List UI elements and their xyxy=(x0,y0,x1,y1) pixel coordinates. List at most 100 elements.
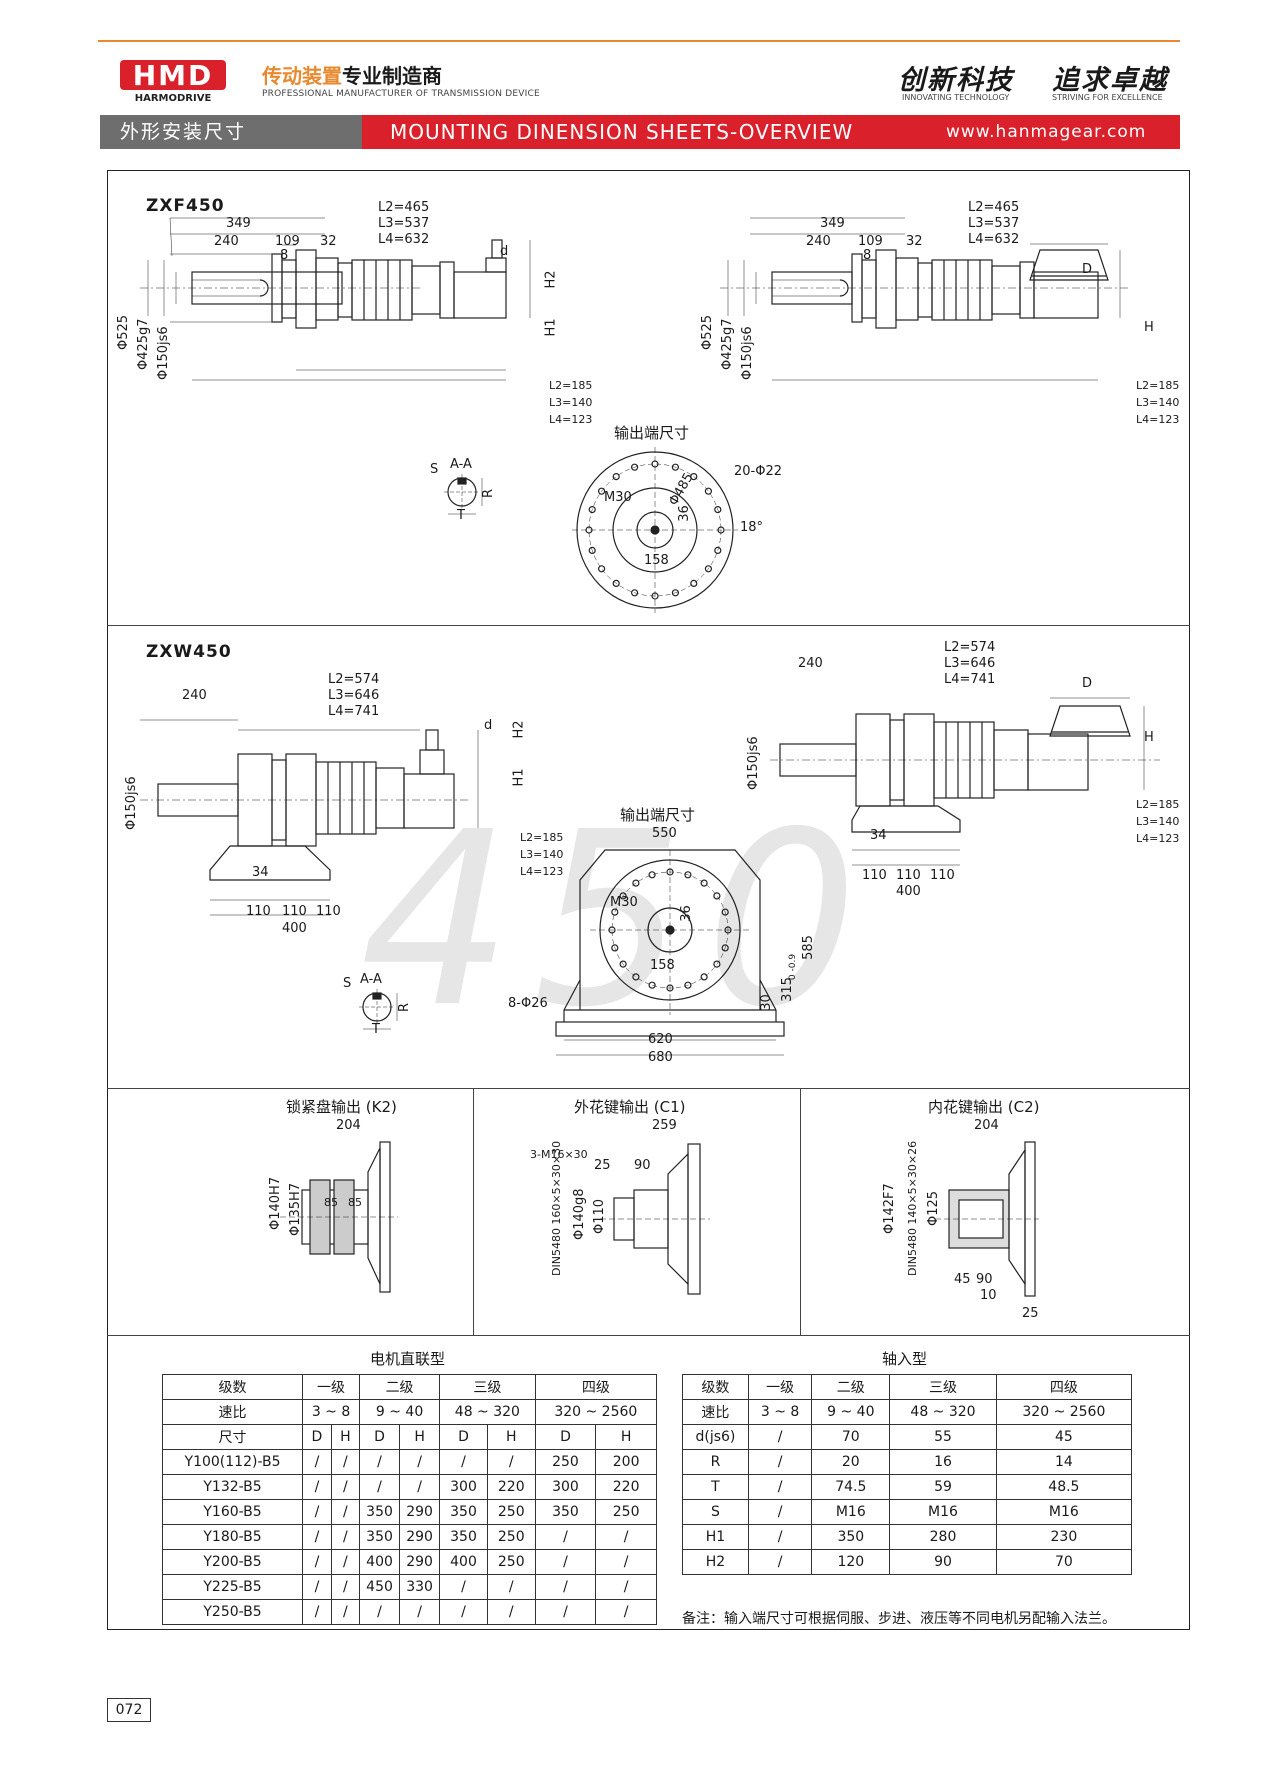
table-cell: / xyxy=(595,1524,657,1550)
brand-chinese: 传动装置专业制造商 xyxy=(262,64,442,88)
zxw-dim-110-c: 110 xyxy=(316,904,341,919)
zxf-h1: H1 xyxy=(543,318,559,337)
bolt-hole xyxy=(671,463,680,471)
table-cell: 250 xyxy=(595,1499,657,1525)
table-cell: 二级 xyxy=(359,1374,441,1400)
zxw-h2: H2 xyxy=(511,720,527,739)
zxw-right-l3-output: L3=140 xyxy=(1136,815,1180,828)
zxf-flange-angle: 18° xyxy=(740,520,764,535)
zxf-right-l3: L3=537 xyxy=(968,216,1020,231)
table-cell: 250 xyxy=(486,1524,536,1550)
zxw-dim-315-tolerance: 0 -0.9 xyxy=(788,953,799,981)
table-cell: 速比 xyxy=(682,1399,749,1425)
zxf-flange-36: 36 xyxy=(676,505,692,522)
bolt-hole xyxy=(619,960,627,968)
zxw-right-dim-240: 240 xyxy=(798,656,823,671)
k2-title: 锁紧盘输出 (K2) xyxy=(286,1098,397,1116)
zxw-l4: L4=741 xyxy=(328,704,380,719)
table-cell: d(js6) xyxy=(682,1424,749,1450)
bolt-hole xyxy=(684,871,692,879)
table-cell: 3 ~ 8 xyxy=(747,1399,813,1425)
k2-dim-204: 204 xyxy=(336,1118,361,1133)
shaft-table-title: 轴入型 xyxy=(882,1350,928,1368)
website-url[interactable]: www.hanmagear.com xyxy=(946,122,1147,142)
table-cell: S xyxy=(682,1499,749,1525)
table-cell: 450 xyxy=(359,1574,401,1600)
table-cell: / xyxy=(534,1524,597,1550)
zxf-flange-holes: 20-Φ22 xyxy=(734,464,783,479)
table-cell: 48.5 xyxy=(995,1474,1133,1500)
c2-dim-10: 10 xyxy=(980,1288,997,1303)
c1-dim-90: 90 xyxy=(634,1158,651,1173)
bolt-hole xyxy=(700,973,708,981)
table-cell: 350 xyxy=(439,1524,488,1550)
bolt-hole xyxy=(648,981,656,989)
table-cell: 300 xyxy=(439,1474,488,1500)
bolt-hole xyxy=(612,473,620,481)
brand-english: PROFESSIONAL MANUFACTURER OF TRANSMISSIO… xyxy=(262,89,540,99)
bolt-hole xyxy=(717,526,725,534)
table-row: 级数一级二级三级四级 xyxy=(682,1374,1133,1400)
bolt-hole xyxy=(598,487,606,495)
zxw-motor-drawing xyxy=(140,719,479,916)
table-cell: 290 xyxy=(399,1549,441,1575)
table-cell: H2 xyxy=(682,1549,749,1575)
table-cell: Y100(112)-B5 xyxy=(161,1449,304,1475)
table-cell: 250 xyxy=(486,1549,536,1575)
zxf-l3: L3=537 xyxy=(378,216,430,231)
table-cell: 四级 xyxy=(534,1374,658,1400)
k2-phi135: Φ135H7 xyxy=(288,1182,303,1236)
table-cell: 300 xyxy=(534,1474,597,1500)
table-cell: / xyxy=(747,1499,813,1525)
zxf-flange-drawing xyxy=(720,217,1130,381)
c1-din-spec: DIN5480 160×5×30×30 xyxy=(550,1140,563,1276)
zxw-output-caption: 输出端尺寸 xyxy=(620,806,696,824)
table-cell: 四级 xyxy=(995,1374,1133,1400)
table-cell: 330 xyxy=(399,1574,441,1600)
zxw-right-l4-output: L4=123 xyxy=(1136,832,1180,845)
table-cell: 290 xyxy=(399,1524,441,1550)
k2-phi140: Φ140H7 xyxy=(268,1176,283,1230)
zxf-right-dim-32: 32 xyxy=(906,234,923,249)
table-cell: 三级 xyxy=(889,1374,997,1400)
zxw-right-dim-110-a: 110 xyxy=(862,868,887,883)
bolt-hole xyxy=(721,944,729,952)
watermark-model: 450 xyxy=(360,780,879,1060)
table-cell: / xyxy=(399,1474,441,1500)
zxf-right-l4-output: L4=123 xyxy=(1136,413,1180,426)
zxf-h2: H2 xyxy=(543,270,559,289)
bolt-hole xyxy=(684,981,692,989)
slogan-innovation-en: INNOVATING TECHNOLOGY xyxy=(902,93,1010,102)
zxf-l3-output: L3=140 xyxy=(549,396,593,409)
zxf-right-l2: L2=465 xyxy=(968,200,1020,215)
bolt-hole xyxy=(632,879,640,887)
bolt-hole xyxy=(651,592,659,600)
table-cell: 320 ~ 2560 xyxy=(995,1399,1133,1425)
table-cell: / xyxy=(439,1599,488,1625)
harmodrive-logo: HMD HARMODRIVE xyxy=(120,59,226,104)
table-cell: 220 xyxy=(486,1474,536,1500)
table-cell: 280 xyxy=(889,1524,997,1550)
bolt-hole xyxy=(704,487,712,495)
zxw-flange-36: 36 xyxy=(678,905,694,922)
table-cell: / xyxy=(302,1449,332,1475)
zxf-flange-158: 158 xyxy=(644,553,669,568)
divider-c1-c2 xyxy=(800,1088,801,1335)
zxw-right-D: D xyxy=(1082,676,1093,691)
header-rule xyxy=(98,40,1180,42)
zxw-aa-t: T xyxy=(372,1022,380,1037)
table-cell: H xyxy=(330,1424,361,1450)
table-cell: / xyxy=(595,1549,657,1575)
table-cell: / xyxy=(439,1449,488,1475)
table-cell: Y200-B5 xyxy=(161,1549,304,1575)
zxw-dim-30: 30 xyxy=(758,994,774,1011)
zxf-title: ZXF450 xyxy=(146,196,225,216)
k2-drawing xyxy=(280,1141,398,1293)
zxw-right-dim-400: 400 xyxy=(896,884,921,899)
